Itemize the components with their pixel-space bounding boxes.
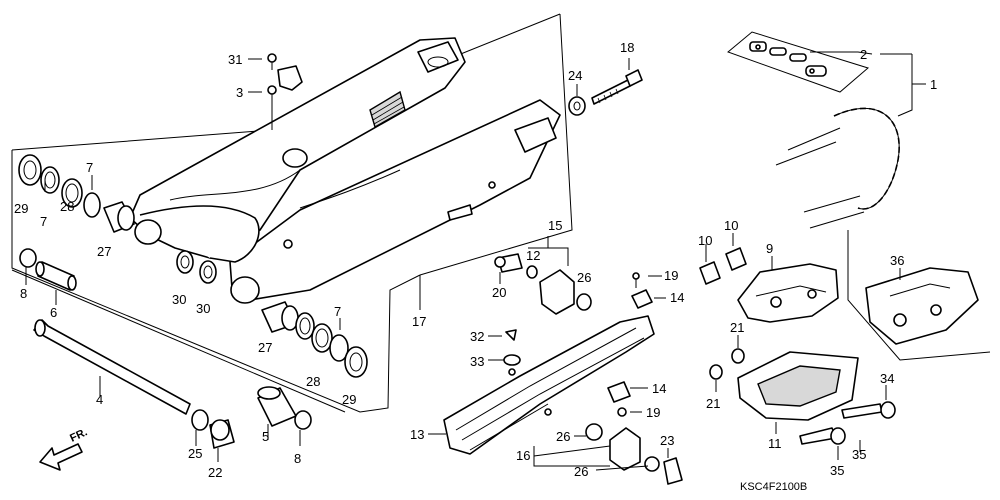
callout-31: 31 — [228, 52, 242, 67]
callout-26: 26 — [577, 270, 591, 285]
callout-35: 35 — [852, 447, 866, 462]
part-18-bolt — [568, 69, 643, 116]
callout-28: 28 — [306, 374, 320, 389]
part-36-chain-guide — [847, 230, 991, 361]
callout-21: 21 — [706, 396, 720, 411]
callout-25: 25 — [188, 446, 202, 461]
callout-10: 10 — [698, 233, 712, 248]
callout-18: 18 — [620, 40, 634, 55]
callout-22: 22 — [208, 465, 222, 480]
part-6-collar — [19, 248, 77, 291]
callout-7: 7 — [334, 304, 341, 319]
left-pivot-hardware — [18, 154, 135, 233]
part-10-slider — [699, 247, 747, 285]
callout-11: 11 — [768, 436, 782, 451]
callout-4: 4 — [96, 392, 103, 407]
callout-9: 9 — [766, 241, 773, 256]
callout-29: 29 — [342, 392, 356, 407]
front-direction-arrow: FR. — [39, 426, 89, 471]
callout-24: 24 — [568, 68, 582, 83]
part-9-chain-guide — [737, 263, 839, 323]
part-14-clamp — [607, 272, 653, 417]
callout-labels: 31 3 18 24 2 1 7 7 29 28 27 15 12 26 19 … — [14, 40, 937, 480]
callout-10: 10 — [724, 218, 738, 233]
part-1-chain — [775, 107, 900, 229]
callout-13: 13 — [410, 427, 424, 442]
callout-7: 7 — [40, 214, 47, 229]
part-32-screw — [503, 329, 521, 366]
callout-1: 1 — [930, 77, 937, 92]
part-11-guide-bracket — [709, 348, 896, 445]
part-22-nut — [191, 409, 235, 449]
callout-34: 34 — [880, 371, 894, 386]
callout-30: 30 — [196, 301, 210, 316]
callout-30: 30 — [172, 292, 186, 307]
callout-33: 33 — [470, 354, 484, 369]
right-pivot-hardware — [261, 301, 368, 378]
part-15-roller — [494, 253, 592, 315]
swingarm — [129, 37, 561, 304]
callout-29: 29 — [14, 201, 28, 216]
callout-26: 26 — [556, 429, 570, 444]
direction-label: FR. — [68, 426, 89, 444]
callout-32: 32 — [470, 329, 484, 344]
callout-17: 17 — [412, 314, 426, 329]
callout-6: 6 — [50, 305, 57, 320]
callout-7: 7 — [86, 160, 93, 175]
leader-lines — [25, 51, 926, 471]
callout-5: 5 — [262, 429, 269, 444]
callout-27: 27 — [258, 340, 272, 355]
callout-36: 36 — [890, 253, 904, 268]
part-16-roller — [585, 423, 683, 485]
drawing-code: KSC4F2100B — [740, 481, 807, 493]
callout-2: 2 — [860, 47, 867, 62]
callout-20: 20 — [492, 285, 506, 300]
callout-14: 14 — [652, 381, 666, 396]
callout-14: 14 — [670, 290, 684, 305]
part-31-bolt — [267, 53, 303, 130]
callout-19: 19 — [664, 268, 678, 283]
callout-16: 16 — [516, 448, 530, 463]
callout-35: 35 — [830, 463, 844, 478]
part-4-pivot-shaft — [33, 319, 191, 415]
part-13-chain-slider — [443, 315, 655, 455]
callout-12: 12 — [526, 248, 540, 263]
callout-23: 23 — [660, 433, 674, 448]
pivot-bearings — [176, 250, 217, 284]
part-2-master-link — [727, 31, 870, 93]
part-5-collar — [257, 386, 312, 430]
callout-15: 15 — [548, 218, 562, 233]
callout-27: 27 — [97, 244, 111, 259]
callout-28: 28 — [60, 199, 74, 214]
callout-19: 19 — [646, 405, 660, 420]
callout-21: 21 — [730, 320, 744, 335]
callout-8: 8 — [20, 286, 27, 301]
callout-3: 3 — [236, 85, 243, 100]
callout-8: 8 — [294, 451, 301, 466]
callout-26: 26 — [574, 464, 588, 479]
